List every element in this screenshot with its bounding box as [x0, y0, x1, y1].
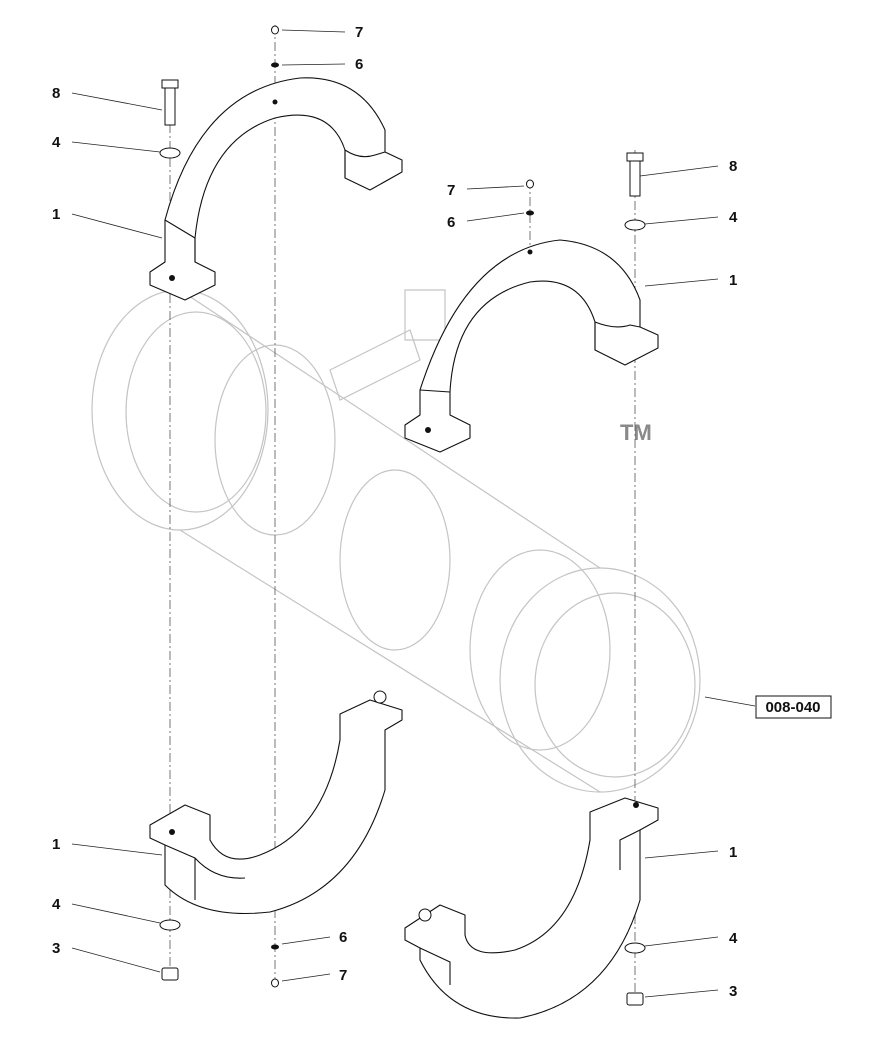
leader-lines: [71, 29, 756, 998]
callout-number: 7: [355, 24, 363, 41]
callout-number: 8: [52, 85, 60, 102]
callout-number: 6: [447, 214, 455, 231]
lower-clamp-left: [149, 690, 403, 915]
callout-number: 1: [52, 836, 60, 853]
hardware: [159, 25, 646, 1006]
washer-upper-right: [624, 219, 646, 231]
callout-number: 3: [52, 940, 60, 957]
bolt-head-upper-left: [161, 79, 179, 89]
callout-number: 3: [729, 983, 737, 1000]
callout-number: 1: [729, 844, 737, 861]
washer-lower-right: [624, 942, 646, 954]
callout-number: 4: [729, 930, 738, 947]
screw-upper-right: [526, 179, 534, 189]
bolt-upper-right: [629, 157, 641, 197]
callout-number: 4: [729, 209, 738, 226]
bolt-head-upper-right: [626, 152, 644, 162]
bolt-upper-left: [164, 84, 176, 126]
seal-upper-right: [526, 210, 534, 216]
callout-number: 4: [52, 896, 61, 913]
watermark-text: TM: [620, 420, 652, 445]
nut-lower-left: [161, 967, 179, 981]
upper-clamp-right: [404, 239, 659, 453]
screw-lower-left: [271, 978, 279, 988]
seal-upper-left: [271, 62, 279, 68]
washer-lower-left: [159, 919, 181, 931]
callout-number: 1: [52, 206, 60, 223]
screw-upper-left: [271, 25, 279, 35]
callout-number: 8: [729, 158, 737, 175]
callout-number: 6: [339, 929, 347, 946]
callout-number: 7: [447, 182, 455, 199]
nut-lower-right: [626, 992, 644, 1006]
callout-number: 7: [339, 967, 347, 984]
lower-clamp-right: [404, 797, 659, 1019]
washer-upper-left: [159, 147, 181, 159]
upper-clamp-left: [149, 77, 403, 301]
callouts: 7 6 8 4 1 7 6 8 4 1 1 4 3 6 7 1 4 3: [52, 24, 738, 1000]
reference-code: 008-040: [765, 699, 820, 716]
background-axle-assembly: [91, 289, 701, 793]
watermark: TM: [620, 420, 652, 445]
callout-number: 4: [52, 134, 61, 151]
callout-number: 6: [355, 56, 363, 73]
seal-lower-left: [271, 944, 279, 950]
reference-box: 008-040: [755, 695, 832, 719]
callout-number: 1: [729, 272, 737, 289]
